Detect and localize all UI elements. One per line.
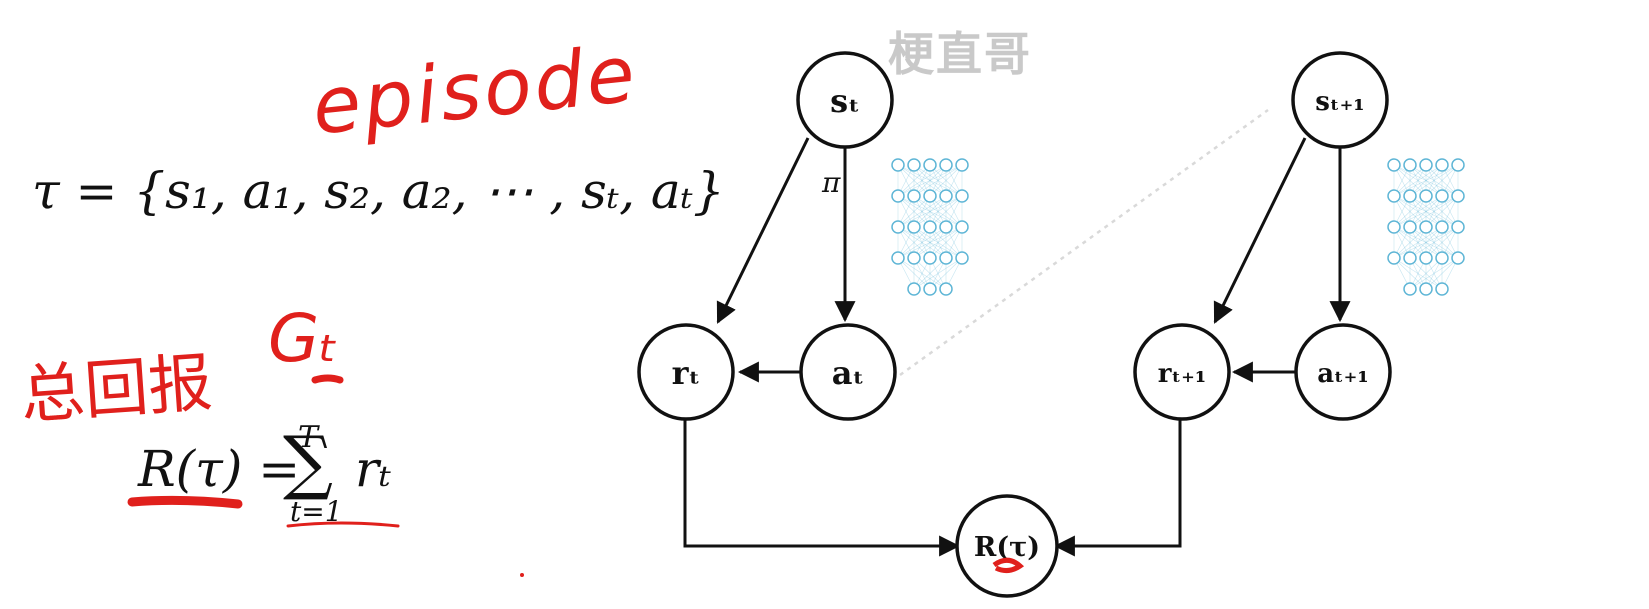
underline-gt — [311, 374, 344, 384]
node-r-t1-label: rₜ₊₁ — [1158, 359, 1206, 389]
underline-R — [127, 495, 243, 509]
trajectory-formula: τ = {s₁, a₁, s₂, a₂, ⋯ , sₜ, aₜ} — [32, 162, 725, 220]
watermark: 梗直哥 — [888, 27, 1032, 81]
underline-sum — [286, 521, 400, 528]
arrow-rt-R — [683, 420, 961, 557]
transition-arrow — [899, 108, 1269, 377]
arrow-st-rt — [716, 137, 810, 324]
red-dot — [520, 573, 524, 577]
node-r-t1: rₜ₊₁ — [1133, 323, 1231, 421]
node-return: R(τ) — [955, 494, 1059, 598]
policy-label: π — [821, 166, 841, 199]
node-r-t: rₜ — [637, 323, 735, 421]
node-a-t-label: aₜ — [832, 354, 865, 392]
handwritten-gt: Gₜ — [268, 300, 339, 377]
node-s-t-label: sₜ — [830, 82, 860, 120]
sum-sign: ∑ — [283, 421, 333, 503]
neural-network-icon — [891, 158, 969, 296]
node-s-t: sₜ — [796, 51, 894, 149]
arrow-rt1-R — [1053, 420, 1182, 557]
neural-network-icon — [1387, 158, 1465, 296]
arrow-st1-rt1 — [1213, 137, 1307, 324]
return-formula-lhs: R(τ) = — [138, 440, 301, 498]
node-r-t-label: rₜ — [672, 354, 701, 392]
node-a-t1: aₜ₊₁ — [1294, 323, 1392, 421]
return-scribble — [992, 557, 1025, 574]
node-a-t1-label: aₜ₊₁ — [1317, 359, 1369, 389]
node-s-t1-label: sₜ₊₁ — [1315, 87, 1364, 117]
sum-body: rₜ — [355, 440, 392, 498]
node-a-t: aₜ — [799, 323, 897, 421]
sum-upper-limit: T — [298, 420, 319, 455]
node-s-t1: sₜ₊₁ — [1291, 51, 1389, 149]
